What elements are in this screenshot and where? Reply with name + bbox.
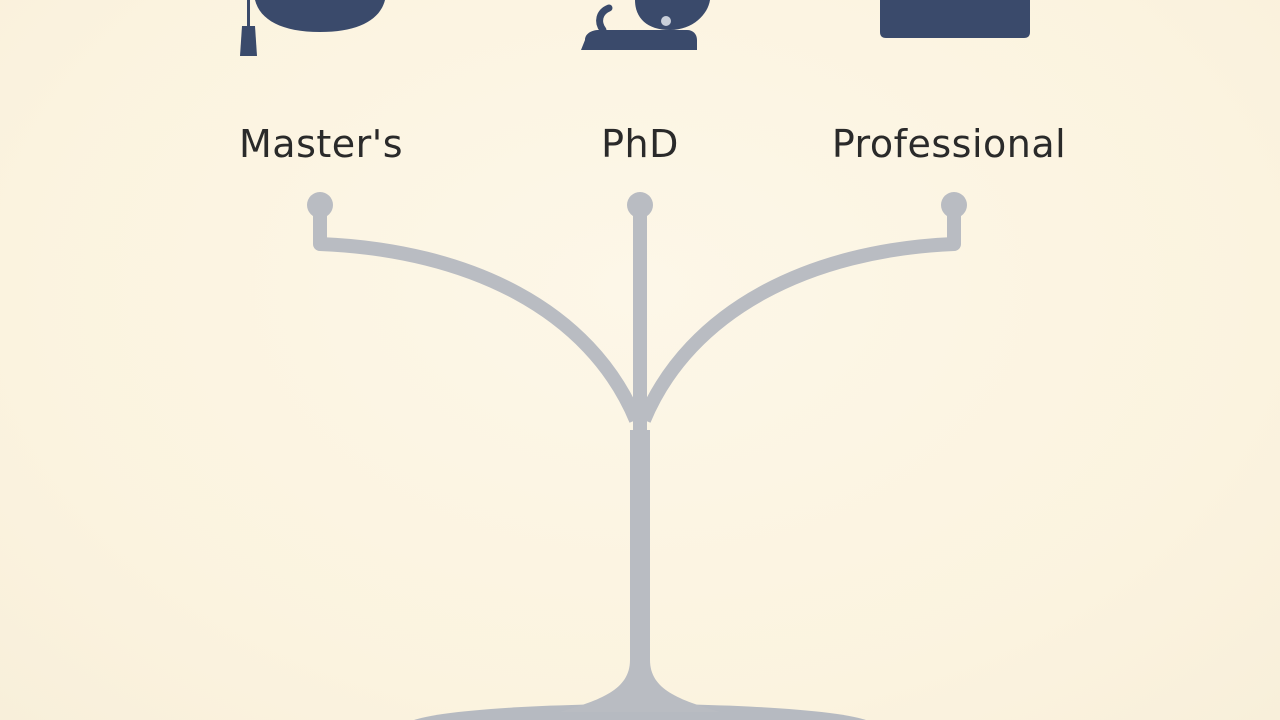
branch-professional (637, 206, 961, 423)
label-professional: Professional (831, 122, 1067, 166)
node-professional (941, 192, 967, 218)
node-phd (627, 192, 653, 218)
root-base (413, 704, 867, 720)
label-phd: PhD (601, 122, 679, 166)
node-masters (307, 192, 333, 218)
graduation-cap-icon (240, 0, 385, 56)
trunk (560, 430, 720, 712)
branch-masters (313, 206, 643, 423)
label-masters: Master's (238, 122, 404, 166)
microscope-icon (581, 0, 710, 50)
briefcase-icon (880, 0, 1030, 38)
